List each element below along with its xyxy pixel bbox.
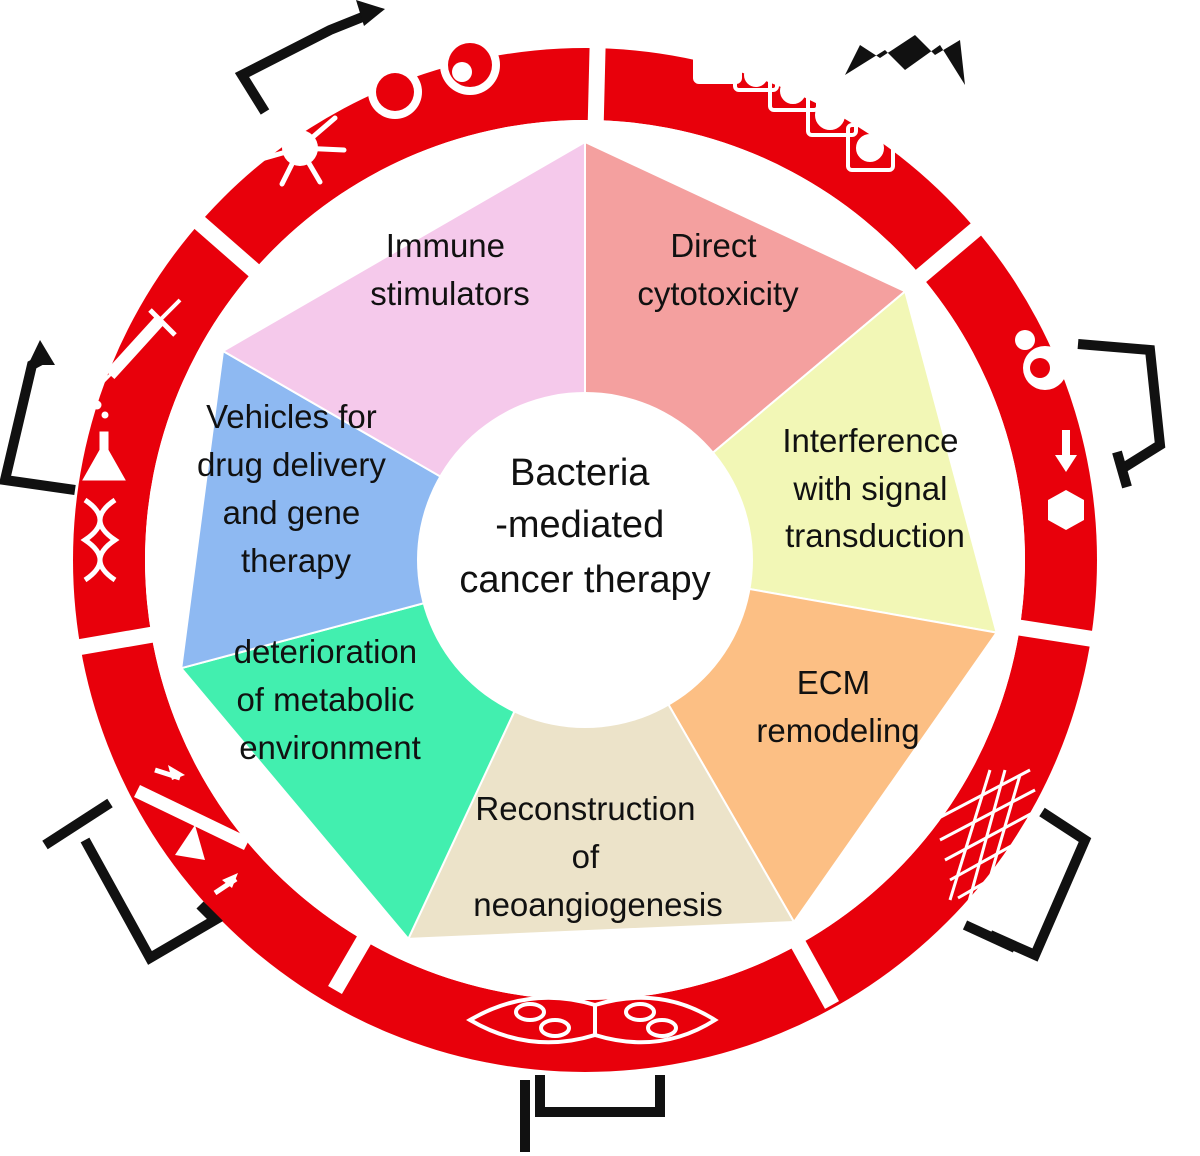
label-vehicles-drug-delivery: Vehicles for drug delivery and gene ther… — [197, 398, 395, 579]
label-metabolic-environment: deterioration of metabolic environment — [234, 633, 427, 766]
tumor-cells-icon — [693, 50, 895, 172]
label-neoangiogenesis: Reconstruction of neoangiogenesis — [473, 790, 723, 923]
arrowhead-top — [356, 0, 385, 26]
lightning-icon — [845, 35, 965, 85]
inhibition-bracket-left-bottom — [42, 798, 224, 965]
drug-gene-delivery-icon — [80, 298, 182, 583]
center-line-3: cancer therapy — [459, 559, 710, 601]
center-title: Bacteria -mediated cancer therapy — [459, 452, 710, 601]
blood-vessel-icon — [466, 995, 719, 1045]
label-direct-cytotoxicity: Direct cytotoxicity — [637, 227, 799, 312]
activation-arrow-left — [0, 353, 76, 495]
arrowhead-left — [28, 340, 55, 365]
label-ecm-remodeling: ECM remodeling — [756, 664, 919, 749]
immune-cells-icon — [255, 35, 500, 187]
metabolic-transport-icon — [134, 765, 250, 896]
center-line-1: Bacteria — [510, 452, 650, 494]
center-circle — [417, 392, 753, 728]
ecm-fibers-icon — [934, 768, 1041, 917]
inhibition-bracket-right — [1077, 339, 1166, 489]
inhibition-bracket-ecm — [962, 807, 1092, 962]
label-signal-transduction: Interference with signal transduction — [782, 422, 967, 554]
inhibition-bracket-bottom — [520, 1075, 665, 1152]
signal-inhibition-icon — [1015, 330, 1084, 530]
center-line-2: -mediated — [495, 504, 664, 546]
activation-arrow-top — [234, 9, 372, 115]
label-immune-stimulators: Immune stimulators — [370, 227, 530, 312]
